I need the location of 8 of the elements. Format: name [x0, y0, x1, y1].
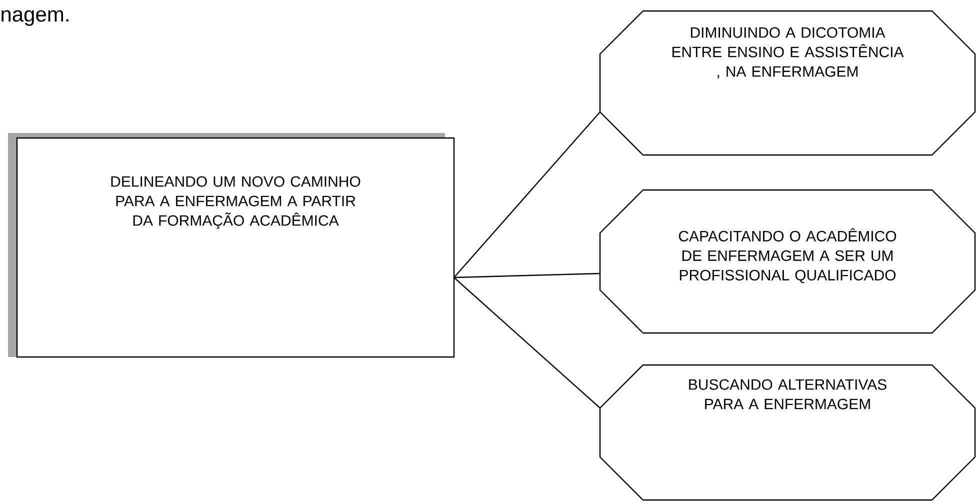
octagon-box: CAPACITANDO O ACADÊMICO DE ENFERMAGEM A SER UM PROFISSIONAL QUALIFICADO	[599, 189, 976, 334]
octagon-box: DIMINUINDO A DICOTOMIA ENTRE ENSINO E ASSISTÊNCIA , NA ENFERMAGEM	[599, 10, 976, 156]
octagon-box: BUSCANDO ALTERNATIVAS PARA A ENFERMAGEM	[599, 364, 976, 501]
process-box: DELINEANDO UM NOVO CAMINHO PARA A ENFERMAGEM A PARTIR DA FORMAÇÃO ACADÊMICA	[8, 133, 455, 358]
text-fragment: nagem.	[2, 10, 68, 26]
connector-line	[454, 272, 600, 278]
connector-line	[454, 277, 600, 408]
connector-line	[454, 112, 600, 278]
